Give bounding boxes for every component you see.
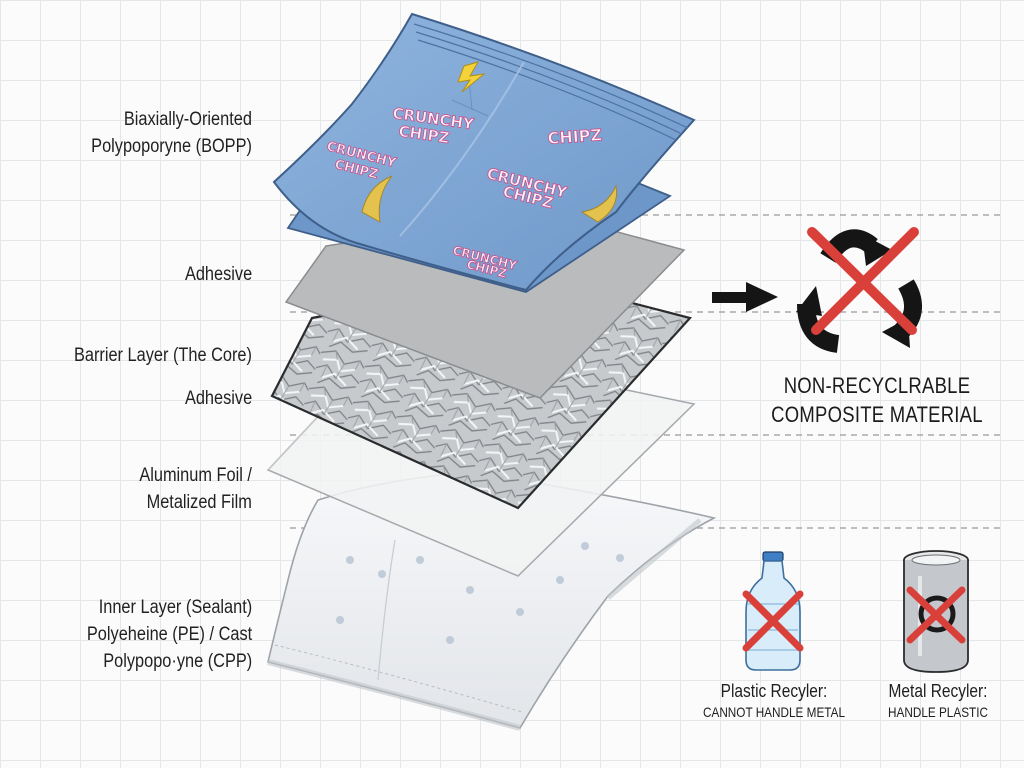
- label-adhesive-1-line1: Adhesive: [184, 264, 252, 285]
- label-inner-line3: Polypopo·yne (CPP): [103, 651, 252, 672]
- label-barrier-line1: Barrier Layer (The Core): [74, 345, 252, 366]
- label-barrier: Barrier Layer (The Core): [74, 342, 252, 369]
- label-adhesive-1: Adhesive: [185, 261, 252, 288]
- label-bopp-line1: Biaxially-Oriented: [123, 109, 252, 130]
- lightning-icon: [457, 61, 486, 93]
- metal-recycler-title: Metal Recyler:: [888, 681, 988, 701]
- metal-recycler-note: HANDLE PLASTIC: [887, 704, 988, 720]
- warning-line1: NON-RECYCLRABLE: [783, 373, 971, 398]
- label-foil-line1: Aluminum Foil /: [139, 465, 252, 486]
- label-adhesive-2: Adhesive: [185, 385, 252, 412]
- can-red-cross-icon: [906, 586, 966, 644]
- arrow-right-icon: [712, 282, 778, 312]
- label-bopp-line2: Polypoporyne (BOPP): [91, 136, 252, 157]
- label-bopp: Biaxially-Oriented Polypoporyne (BOPP): [91, 106, 252, 160]
- plastic-bottle-icon: [745, 551, 801, 671]
- bottle-red-cross-icon: [742, 590, 804, 652]
- red-cross-icon: [807, 227, 919, 335]
- label-foil: Aluminum Foil / Metalized Film: [139, 462, 252, 516]
- plastic-recycler-title: Plastic Recyler:: [720, 681, 828, 701]
- label-inner: Inner Layer (Sealant) Polyeheine (PE) / …: [87, 594, 252, 675]
- warning-line2: COMPOSITE MATERIAL: [771, 402, 983, 427]
- label-adhesive-2-line1: Adhesive: [184, 388, 252, 409]
- metal-recycler-caption: Metal Recyler: HANDLE PLASTIC: [868, 680, 1008, 722]
- plastic-recycler-note: CANNOT HANDLE METAL: [702, 704, 846, 720]
- label-inner-line1: Inner Layer (Sealant): [98, 597, 253, 618]
- brand-bottom-4: CHIPZ: [547, 125, 603, 148]
- label-inner-line2: Polyeheine (PE) / Cast: [86, 624, 252, 645]
- label-foil-line2: Metalized Film: [146, 492, 252, 513]
- warning-text: NON-RECYCLRABLE COMPOSITE MATERIAL: [764, 371, 991, 429]
- inner-sealant-layer: [267, 471, 717, 731]
- plastic-recycler-caption: Plastic Recyler: CANNOT HANDLE METAL: [686, 680, 862, 722]
- banana-chip-icon-right: [580, 184, 618, 223]
- banana-chip-icon-left: [361, 175, 393, 223]
